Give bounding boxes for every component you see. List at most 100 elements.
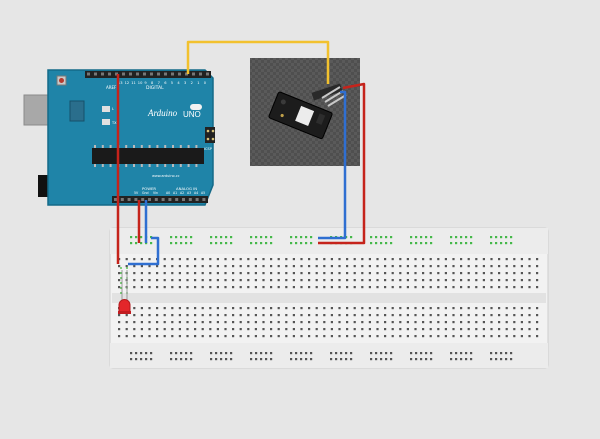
rail-hole-top: [255, 236, 258, 239]
breadboard-hole: [513, 321, 516, 324]
breadboard-hole: [216, 328, 219, 331]
rail-hole-top: [500, 242, 503, 245]
chip-leg: [109, 145, 112, 148]
breadboard-hole: [406, 335, 409, 338]
breadboard-hole: [482, 328, 485, 331]
breadboard-hole: [270, 258, 273, 261]
breadboard-hole: [247, 321, 250, 324]
breadboard-hole: [353, 272, 356, 275]
rail-hole-top: [260, 242, 263, 245]
rail-hole-bottom: [310, 358, 313, 361]
breadboard-hole: [520, 286, 523, 289]
breadboard-hole: [505, 279, 508, 282]
rail-hole-top: [505, 236, 508, 239]
breadboard-hole: [156, 314, 159, 317]
rail-hole-top: [270, 236, 273, 239]
breadboard-hole: [224, 279, 227, 282]
breadboard-hole: [270, 321, 273, 324]
rail-hole-top: [510, 242, 513, 245]
rail-hole-bottom: [425, 358, 428, 361]
breadboard-hole: [391, 272, 394, 275]
digital-pin-label: 11: [131, 81, 136, 85]
breadboard-hole: [498, 279, 501, 282]
analog-pin-label: A3: [187, 191, 191, 195]
breadboard-hole: [384, 272, 387, 275]
breadboard-hole: [171, 307, 174, 310]
breadboard-hole: [444, 307, 447, 310]
wire-blue-sensor-ground: [318, 90, 347, 240]
breadboard-hole: [163, 272, 166, 275]
breadboard-hole: [148, 335, 151, 338]
rail-hole-top: [380, 236, 383, 239]
rail-hole-top: [250, 242, 253, 245]
breadboard-hole: [437, 314, 440, 317]
header-pin: [206, 72, 209, 76]
rail-hole-bottom: [225, 352, 228, 355]
breadboard-hole: [171, 279, 174, 282]
breadboard-hole: [292, 258, 295, 261]
breadboard-hole: [186, 279, 189, 282]
breadboard-hole: [528, 328, 531, 331]
breadboard-hole: [209, 265, 212, 268]
breadboard-hole: [262, 307, 265, 310]
breadboard-hole: [209, 279, 212, 282]
rail-hole-bottom: [425, 352, 428, 355]
breadboard-hole: [361, 335, 364, 338]
breadboard-hole: [346, 307, 349, 310]
breadboard-hole: [437, 279, 440, 282]
rail-hole-top: [300, 236, 303, 239]
header-pin: [188, 198, 192, 201]
breadboard-hole: [429, 286, 432, 289]
rail-hole-bottom: [170, 358, 173, 361]
chip-leg: [187, 164, 190, 167]
breadboard-hole: [482, 272, 485, 275]
breadboard-hole: [452, 307, 455, 310]
icsp-label: ICSP: [204, 147, 212, 151]
rail-hole-bottom: [465, 358, 468, 361]
breadboard-hole: [171, 258, 174, 261]
breadboard-hole: [292, 265, 295, 268]
breadboard-hole: [133, 314, 136, 317]
breadboard-hole: [482, 307, 485, 310]
breadboard-hole: [391, 279, 394, 282]
breadboard-hole: [452, 321, 455, 324]
rail-hole-top: [150, 242, 153, 245]
breadboard-hole: [444, 265, 447, 268]
header-pin: [101, 72, 104, 76]
breadboard-hole: [338, 258, 341, 261]
breadboard-hole: [148, 265, 151, 268]
breadboard-hole: [429, 279, 432, 282]
breadboard-hole: [232, 321, 235, 324]
rail-hole-top: [495, 236, 498, 239]
breadboard-hole: [391, 265, 394, 268]
breadboard-hole: [262, 321, 265, 324]
breadboard-hole: [338, 265, 341, 268]
breadboard-hole: [353, 286, 356, 289]
rail-hole-bottom: [135, 358, 138, 361]
breadboard-hole: [452, 279, 455, 282]
header-pin: [120, 198, 124, 201]
breadboard-hole: [239, 328, 242, 331]
breadboard-hole: [346, 286, 349, 289]
breadboard-hole: [361, 258, 364, 261]
breadboard-hole: [315, 335, 318, 338]
breadboard-hole: [422, 307, 425, 310]
rail-hole-bottom: [470, 352, 473, 355]
breadboard-hole: [467, 258, 470, 261]
breadboard-hole: [178, 272, 181, 275]
breadboard-hole: [452, 265, 455, 268]
breadboard-hole: [300, 307, 303, 310]
breadboard-hole: [308, 265, 311, 268]
breadboard-hole: [163, 286, 166, 289]
breadboard-hole: [125, 328, 128, 331]
breadboard-hole: [171, 272, 174, 275]
rail-hole-top: [380, 242, 383, 245]
breadboard-hole: [338, 286, 341, 289]
breadboard-hole: [171, 265, 174, 268]
breadboard-hole: [429, 328, 432, 331]
breadboard-hole: [247, 258, 250, 261]
breadboard-hole: [384, 328, 387, 331]
breadboard-hole: [194, 258, 197, 261]
board-pcb: [47, 69, 214, 206]
rail-hole-bottom: [505, 358, 508, 361]
